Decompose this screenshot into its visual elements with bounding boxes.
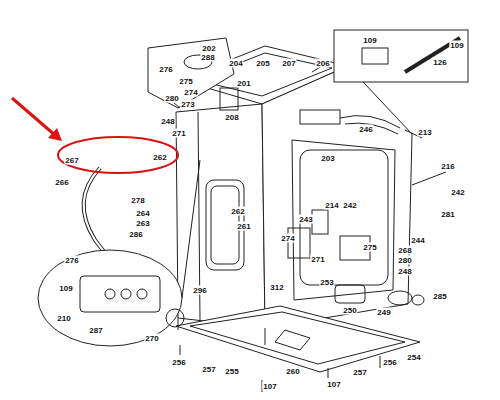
callout-number: 275: [362, 243, 377, 252]
callout-number: 202: [201, 44, 216, 53]
callout-number: 274: [183, 88, 198, 97]
callout-number: 107: [262, 382, 277, 391]
callout-number: 271: [310, 255, 325, 264]
callout-number: 246: [358, 125, 373, 134]
callout-number: 276: [64, 256, 79, 265]
callout-number: 273: [180, 100, 195, 109]
callout-number: 204: [228, 59, 243, 68]
callout-number: 312: [269, 283, 284, 292]
callout-number: 264: [135, 209, 150, 218]
callout-number: 109: [449, 41, 464, 50]
callout-number: 263: [135, 219, 150, 228]
callout-number: 271: [171, 129, 186, 138]
callout-number: 268: [397, 246, 412, 255]
callout-number: 216: [440, 162, 455, 171]
callout-number: 256: [382, 358, 397, 367]
callout-number: 286: [128, 230, 143, 239]
callout-number: 262: [230, 207, 245, 216]
callout-number: 285: [432, 292, 447, 301]
callout-number: 280: [164, 94, 179, 103]
callout-number: 254: [406, 353, 421, 362]
callout-number: 261: [236, 222, 251, 231]
callout-number: 287: [88, 326, 103, 335]
callout-number: 203: [320, 154, 335, 163]
callout-number: 276: [158, 65, 173, 74]
callout-number: 250: [342, 306, 357, 315]
callout-number: 280: [397, 256, 412, 265]
callout-number: 270: [144, 334, 159, 343]
callout-number: 248: [160, 117, 175, 126]
callout-number: 205: [255, 59, 270, 68]
callout-number: 262: [152, 153, 167, 162]
callout-number: 296: [192, 286, 207, 295]
callout-number: 281: [440, 210, 455, 219]
callout-number: 242: [342, 201, 357, 210]
callout-number: 244: [410, 236, 425, 245]
callout-number: 243: [298, 215, 313, 224]
callout-number: 255: [224, 367, 239, 376]
callout-number: 257: [352, 368, 367, 377]
callout-number: 107: [326, 380, 341, 389]
callout-number: 109: [58, 284, 73, 293]
callout-number: 210: [56, 314, 71, 323]
callout-number: 267: [64, 156, 79, 165]
callout-number: 253: [319, 278, 334, 287]
callout-number: 249: [376, 308, 391, 317]
callout-number: 248: [397, 267, 412, 276]
callout-number: 274: [280, 234, 295, 243]
callout-number: 278: [130, 196, 145, 205]
callout-number: 207: [281, 59, 296, 68]
callout-number: 208: [224, 113, 239, 122]
callout-number: 275: [178, 77, 193, 86]
callout-number: 214: [324, 201, 339, 210]
callout-number: 266: [54, 178, 69, 187]
callout-number: 242: [450, 188, 465, 197]
callout-number: 260: [285, 367, 300, 376]
callout-number: 257: [201, 365, 216, 374]
callout-number: 201: [236, 79, 251, 88]
callout-number: 256: [171, 358, 186, 367]
callout-number: 109: [362, 36, 377, 45]
callout-number: 206: [315, 59, 330, 68]
callout-number: 213: [417, 128, 432, 137]
callout-number: 288: [200, 53, 215, 62]
callout-number: 126: [432, 58, 447, 67]
